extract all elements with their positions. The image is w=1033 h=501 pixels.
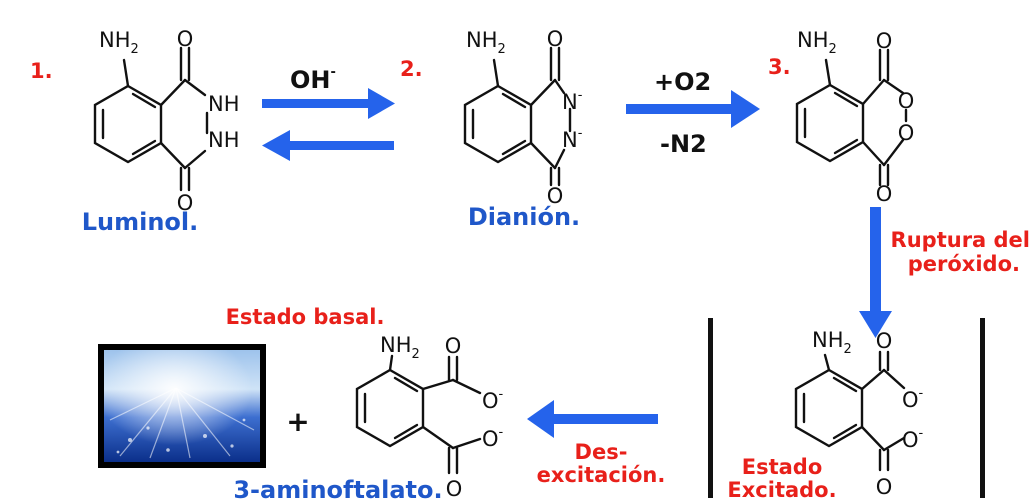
peroxide-ring	[861, 78, 908, 167]
oxidation-arrow: +O2 -N2	[626, 68, 760, 158]
molecule-luminol: NH2 O O NH NH 1. Luminol.	[30, 27, 240, 236]
amine-label: NH2	[797, 28, 837, 57]
amine-label: NH2	[380, 333, 420, 362]
luminol-caption: Luminol.	[82, 208, 199, 236]
oxygen-bottom-label: O	[547, 184, 564, 208]
amine-bond	[492, 58, 500, 88]
aminophthalate-caption: 3-aminoftalato.	[233, 476, 442, 501]
deexcitation-label-line2: excitación.	[537, 463, 666, 487]
carbonyl-bottom	[179, 166, 191, 192]
oxygen-bottom-label: O	[446, 477, 463, 501]
step-number-1: 1.	[30, 59, 53, 83]
oxygen-top-label: O	[547, 27, 564, 51]
carboxylate-bottom	[860, 425, 906, 472]
carboxylate-bottom	[421, 425, 482, 475]
deexcitation-label-line1: Des-	[575, 440, 628, 464]
arrow-forward	[262, 88, 395, 119]
oxygen-top-label: O	[876, 329, 893, 353]
bracket-left	[708, 318, 713, 498]
carboxylate-top	[421, 355, 482, 395]
dianion-caption: Dianión.	[468, 203, 580, 231]
carbonyl-top	[549, 46, 561, 82]
n-anion-upper-label: N-	[562, 88, 583, 114]
ground-state-label: Estado basal.	[226, 305, 385, 329]
step-number-3: 3.	[768, 55, 791, 79]
molecule-cyclic-peroxide: NH2 O O O O 3.	[768, 28, 914, 206]
peroxide-oxygen-upper: O	[898, 89, 915, 113]
plus-sign: +	[286, 405, 309, 438]
arrow-reverse	[262, 130, 394, 161]
heterocycle-ring	[159, 78, 209, 170]
amine-bond	[824, 58, 832, 87]
benzene-ring	[463, 84, 533, 164]
molecule-dianion: NH2 O O N- N- 2. Dianión.	[400, 27, 583, 231]
oxygen-bottom-label: O	[876, 475, 893, 499]
excited-state-label-line1: Estado	[742, 455, 823, 479]
nh-lower-label: NH	[208, 128, 240, 152]
excited-state-label-line2: Excitado.	[727, 478, 836, 501]
oxygen-top-label: O	[177, 27, 194, 51]
carboxylate-oxygen-upper: O-	[902, 386, 924, 412]
deexcitation-arrow: Des- excitación.	[527, 400, 665, 487]
base-label: OH-	[290, 65, 336, 94]
step-number-2: 2.	[400, 57, 423, 81]
carbonyl-bottom	[878, 163, 890, 187]
oxygen-in-label: +O2	[654, 68, 711, 96]
peroxide-rupture-label-line2: peróxido.	[908, 252, 1020, 276]
amine-bond	[122, 58, 130, 88]
molecule-ground-aminophthalate: NH2 O O- O- O Estado basal. 3-aminoftala…	[226, 305, 504, 501]
nitrogen-out-label: -N2	[660, 130, 707, 158]
amine-bond	[823, 353, 831, 372]
amine-label: NH2	[466, 28, 506, 57]
oxygen-bottom-label: O	[177, 191, 194, 215]
amine-label: NH2	[812, 328, 852, 357]
benzene-ring	[794, 368, 864, 448]
heterocycle-ring	[529, 78, 572, 170]
molecule-excited-aminophthalate: NH2 O O- O- O Estado Excitado.	[727, 328, 923, 501]
n-anion-lower-label: N-	[562, 126, 583, 152]
benzene-ring	[795, 83, 865, 163]
equilibrium-arrows: OH-	[262, 65, 395, 161]
amine-bond	[388, 354, 394, 372]
carbonyl-top	[878, 48, 890, 82]
carbonyl-top	[179, 46, 191, 82]
peroxide-rupture-arrow: Ruptura del peróxido.	[859, 207, 1030, 338]
amine-label: NH2	[99, 28, 139, 57]
carboxylate-top	[860, 350, 906, 391]
peroxide-oxygen-lower: O	[898, 121, 915, 145]
benzene-ring	[355, 368, 425, 448]
carboxylate-oxygen-upper: O-	[482, 387, 504, 413]
nh-upper-label: NH	[208, 92, 240, 116]
carboxylate-oxygen-lower: O-	[902, 426, 924, 452]
benzene-ring	[93, 84, 163, 164]
bracket-right	[980, 318, 985, 498]
blue-light-emission-photo-icon	[98, 344, 266, 468]
carbonyl-bottom	[549, 166, 561, 187]
oxygen-bottom-label: O	[876, 182, 893, 206]
oxygen-top-label: O	[445, 334, 462, 358]
oxygen-top-label: O	[876, 29, 893, 53]
carboxylate-oxygen-lower: O-	[482, 425, 504, 451]
excited-state-brackets	[708, 318, 985, 498]
peroxide-rupture-label-line1: Ruptura del	[891, 228, 1030, 252]
